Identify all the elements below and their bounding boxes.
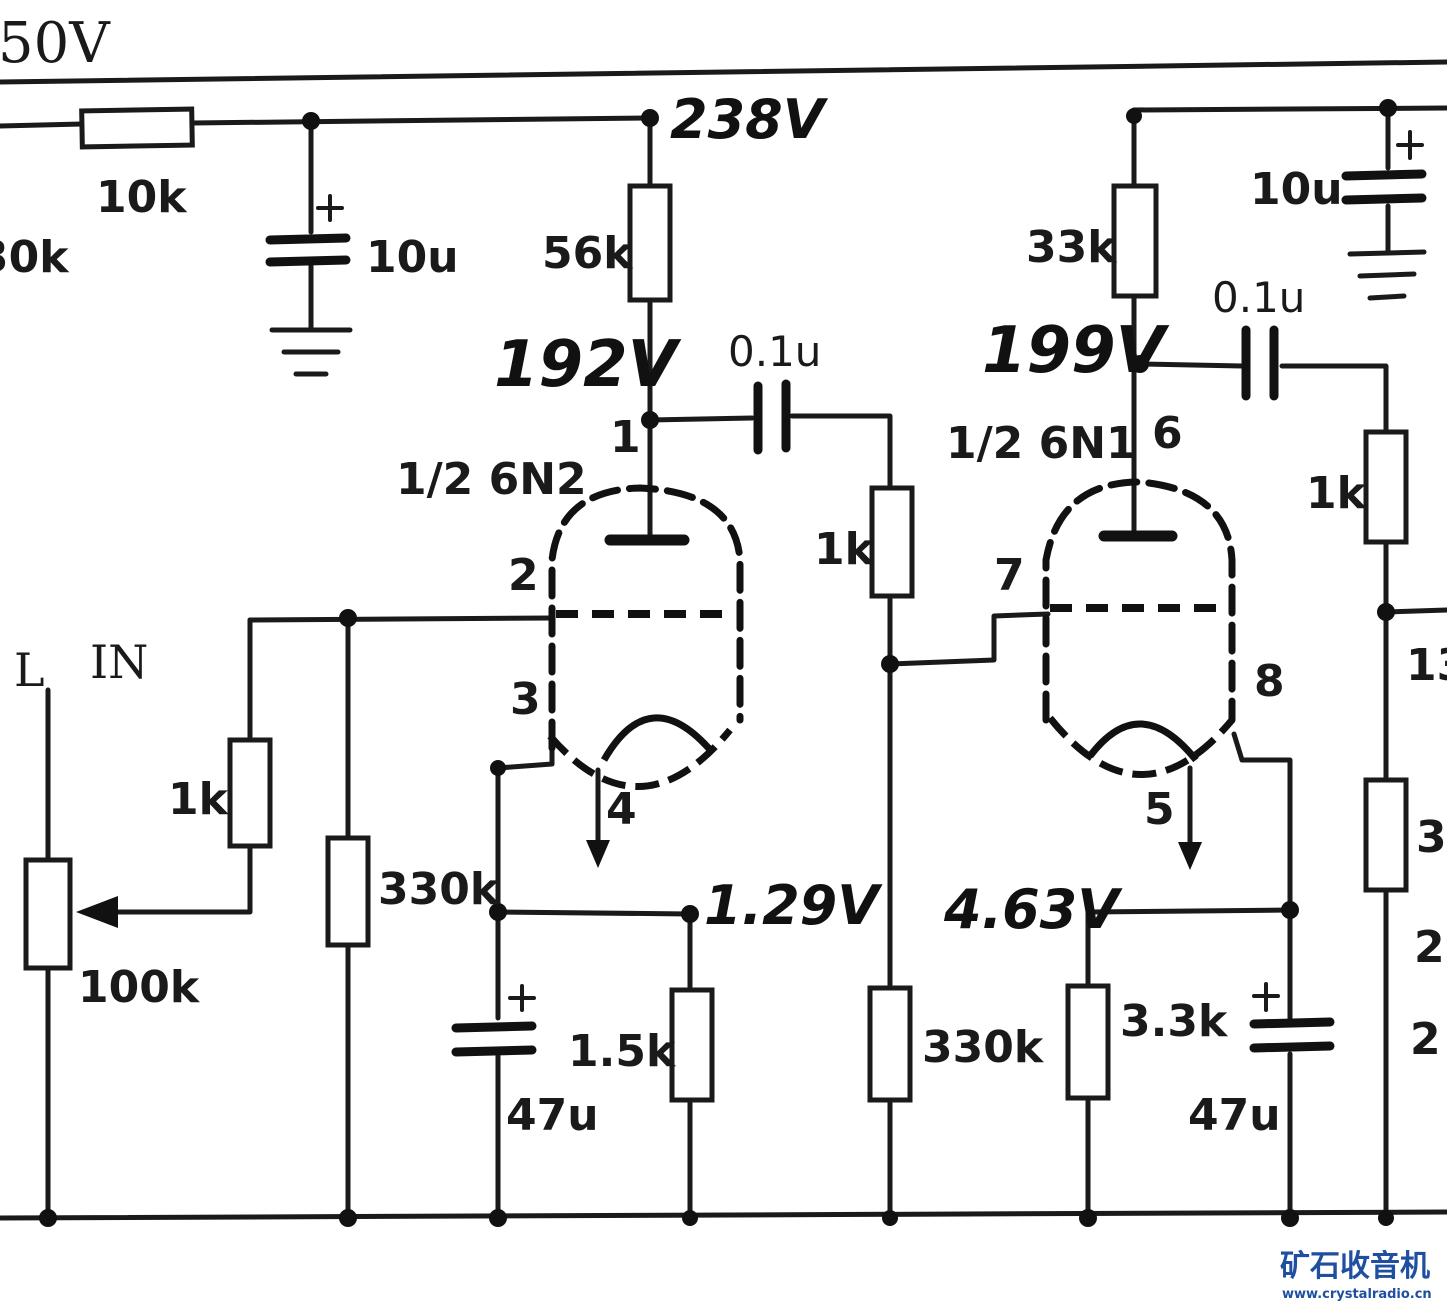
label-r-1.5k: 1.5k: [568, 1026, 677, 1077]
label-c-10u-2: 10u: [1250, 164, 1343, 215]
supply-voltage-label: 50V: [0, 11, 111, 76]
resistor-33k: [1111, 183, 1159, 299]
label-r-330k-grid2: 330k: [922, 1022, 1045, 1073]
tube-cathode-2: [1087, 720, 1199, 763]
label-r-330k-grid1: 330k: [378, 864, 501, 915]
label-pin-1: 1: [610, 412, 641, 463]
label-r-10k: 10k: [96, 172, 188, 223]
resistor-56k: [627, 183, 673, 303]
capacitors: [265, 130, 1427, 1057]
label-r-1k-right: 1k: [1306, 468, 1368, 519]
label-pin-3: 3: [510, 674, 541, 725]
resistor-330k-grid1: [325, 835, 371, 948]
label-pin-4: 4: [606, 784, 637, 835]
label-c-0.1u-2: 0.1u: [1212, 273, 1305, 322]
label-tube-6n2: 1/2 6N2: [396, 454, 587, 505]
labels: 50V 10k 30k 10u 238V 56k 192V 0.1u 1 1/2…: [0, 11, 1447, 1141]
label-v-199: 199V: [982, 314, 1170, 388]
resistor-330k-grid2: [867, 985, 913, 1103]
label-c-47u-1: 47u: [506, 1090, 599, 1141]
label-r-33k: 33k: [1026, 222, 1118, 273]
label-input-l: L: [14, 643, 45, 697]
label-r-56k: 56k: [542, 228, 634, 279]
label-c-10u-1: 10u: [366, 232, 459, 283]
label-v-1.29: 1.29V: [704, 874, 883, 937]
plus-sign: [316, 194, 344, 222]
label-c-47u-2: 47u: [1188, 1090, 1281, 1141]
label-r-30k: 30k: [0, 232, 70, 283]
tube-cathode-1: [600, 714, 715, 762]
label-cut-2b: 2: [1410, 1014, 1441, 1065]
resistor-1k-grid1: [227, 737, 273, 849]
resistor-1k-right: [1363, 429, 1409, 545]
resistor-1k-grid2: [869, 485, 915, 599]
supply-rail: [0, 59, 1447, 85]
cap-47u-1: [451, 1021, 537, 1033]
resistor-1.5k: [669, 987, 715, 1103]
tube-envelope-1: [548, 484, 744, 752]
cap-10u-1: [265, 233, 351, 245]
heater-arrow-1: [586, 840, 610, 868]
cap-10u-2: [1341, 169, 1427, 181]
resistor-10k: [79, 106, 195, 150]
heater-arrow-2: [1178, 842, 1202, 870]
label-r-1k-grid1: 1k: [168, 774, 230, 825]
label-c-0.1u-1: 0.1u: [728, 327, 821, 376]
ground-symbol-1: [269, 327, 353, 377]
label-r-1k-grid2: 1k: [814, 524, 876, 575]
label-pin-5: 5: [1144, 784, 1175, 835]
wiper-arrow: [76, 896, 118, 928]
watermark-name: 矿石收音机: [1280, 1249, 1430, 1284]
ground-symbol-2: [1347, 249, 1427, 301]
label-v-4.63: 4.63V: [943, 878, 1123, 941]
resistor-right-cut: [1363, 777, 1409, 893]
label-pin-7: 7: [994, 550, 1025, 601]
tube-6n1: [1042, 478, 1236, 778]
label-cut-2a: 2: [1414, 922, 1445, 973]
tube-6n2: [547, 484, 744, 790]
label-r-3.3k: 3.3k: [1120, 996, 1229, 1047]
tube-envelope-2: [1042, 478, 1236, 724]
label-pin-2: 2: [508, 550, 539, 601]
ground-rail: [0, 1209, 1447, 1221]
label-pin-6: 6: [1152, 408, 1183, 459]
potentiometer-100k: [23, 857, 73, 971]
label-v-238: 238V: [670, 88, 829, 151]
label-tube-6n1: 1/2 6N1: [946, 418, 1137, 469]
label-cut-13: 13: [1406, 640, 1447, 691]
cap-47u-2: [1249, 1017, 1335, 1029]
label-pin-8: 8: [1254, 656, 1285, 707]
label-input-in: IN: [90, 635, 148, 689]
junction-dots: [39, 99, 1397, 1227]
label-cut-3: 3: [1416, 812, 1447, 863]
label-pot-100k: 100k: [78, 962, 201, 1013]
resistors: [23, 106, 1409, 1103]
watermark: 矿石收音机 www.crystalradio.cn: [1280, 1249, 1432, 1302]
label-v-192: 192V: [494, 328, 682, 402]
watermark-url: www.crystalradio.cn: [1282, 1287, 1432, 1302]
resistor-3.3k: [1065, 983, 1111, 1101]
